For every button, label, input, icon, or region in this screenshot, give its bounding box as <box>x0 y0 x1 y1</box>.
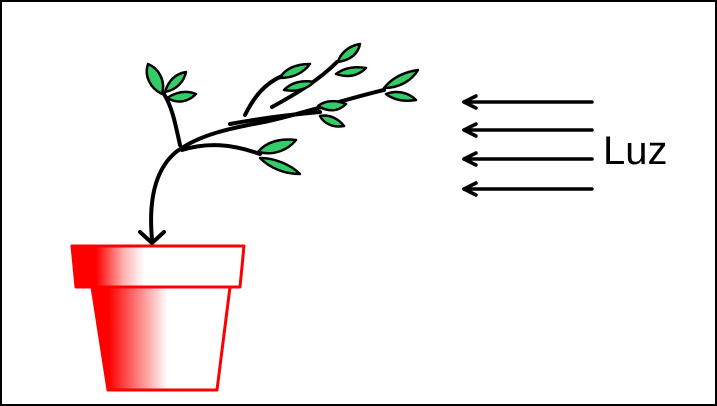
leaf-icon <box>316 100 348 112</box>
leaf-icon <box>256 138 298 155</box>
stem-branch-lower <box>180 143 262 156</box>
pot-body <box>90 285 232 392</box>
leaf-icon <box>145 62 165 96</box>
leaf-icon <box>165 90 198 103</box>
leaf-icon <box>382 68 420 90</box>
leaf-icon <box>282 80 316 92</box>
light-label: Luz <box>603 129 668 173</box>
leaf-icon <box>334 66 368 78</box>
leaf-icon <box>318 114 346 128</box>
arrowhead-left-icon <box>462 151 478 167</box>
leaf-icon <box>384 90 418 102</box>
stem-branch-right <box>228 110 322 126</box>
stem-branch-upper <box>243 74 284 117</box>
arrowhead-left-icon <box>462 181 478 197</box>
light-arrow-2 <box>462 122 594 138</box>
light-arrows <box>462 94 594 197</box>
light-arrow-4 <box>462 181 594 197</box>
leaf-icon <box>163 70 188 94</box>
flower-pot <box>70 244 246 392</box>
leaf-icon <box>278 62 312 80</box>
arrowhead-left-icon <box>462 94 478 110</box>
stem-branch-top-left <box>162 92 182 147</box>
plant-leaves <box>145 42 420 176</box>
leaf-icon <box>258 156 302 176</box>
leaf-icon <box>336 42 362 64</box>
stem-base-arrowhead-icon <box>138 230 166 245</box>
arrowhead-left-icon <box>462 122 478 138</box>
light-arrow-3 <box>462 151 594 167</box>
pot-rim <box>70 244 246 289</box>
light-arrow-1 <box>462 94 594 110</box>
